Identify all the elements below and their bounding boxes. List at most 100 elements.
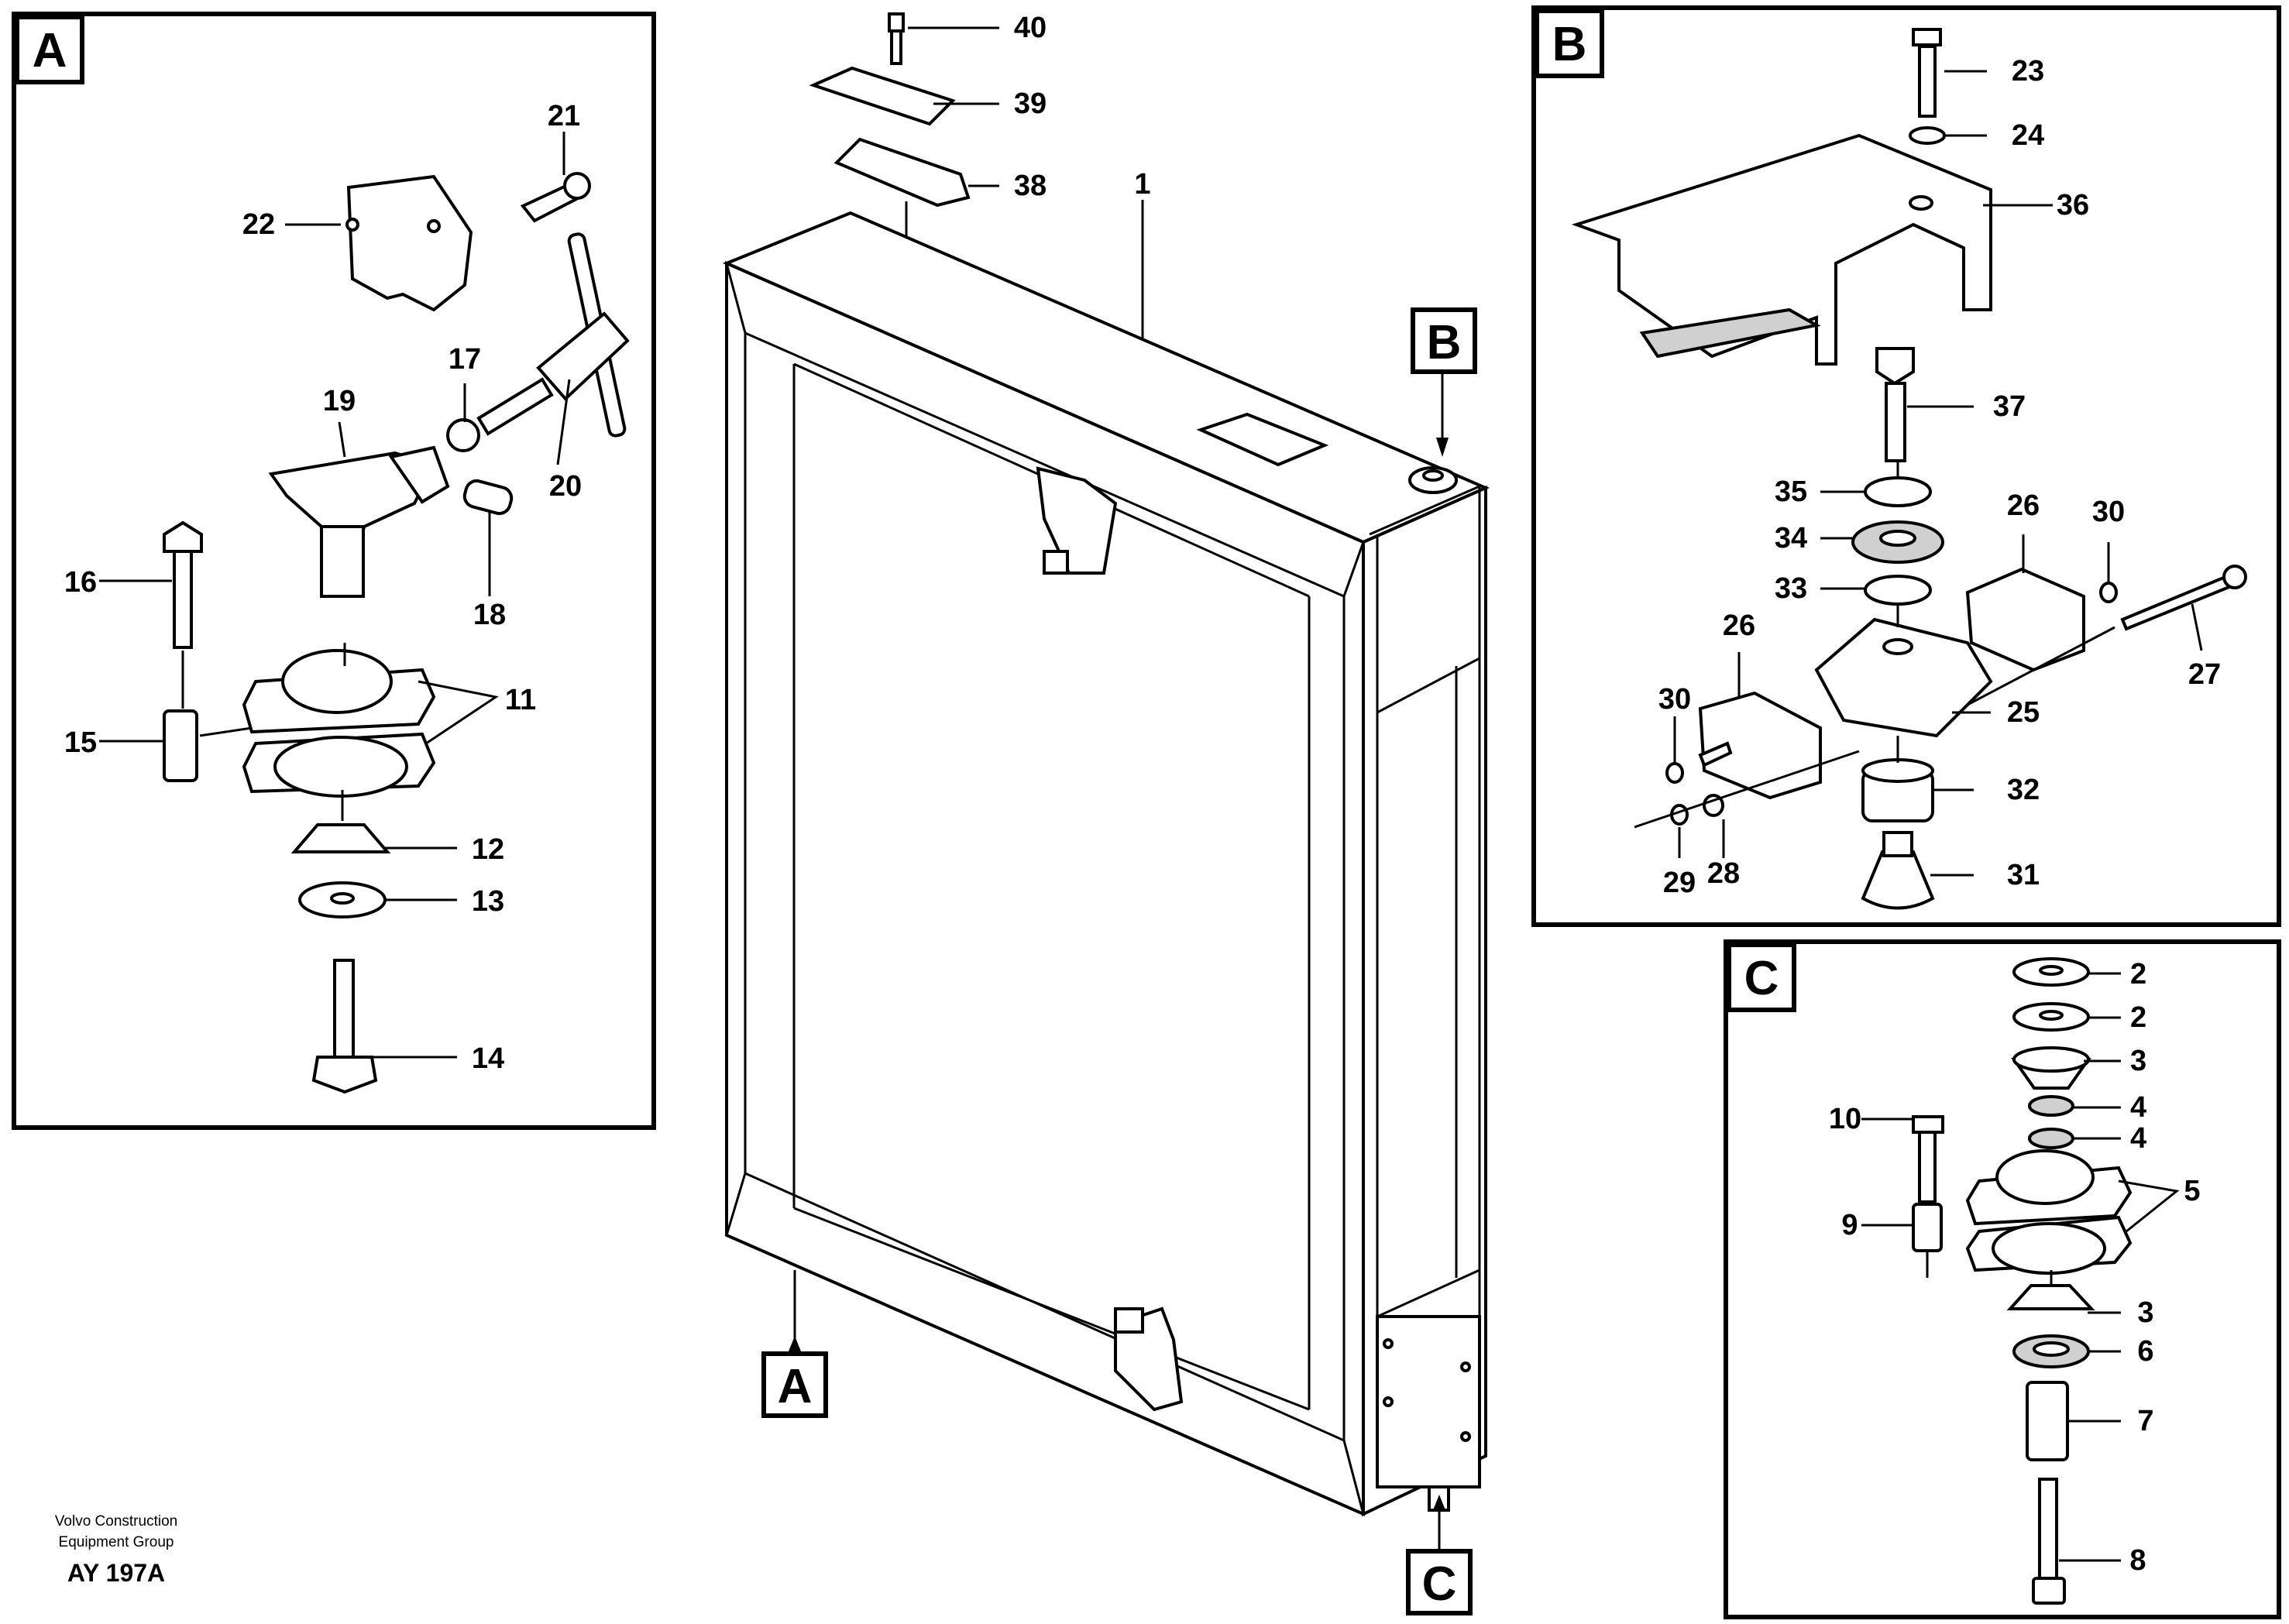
part-36-bracket [1571, 133, 1992, 366]
part-31-stem [1882, 831, 1913, 857]
part-30-washer-right [2099, 582, 2118, 603]
panel-c-label: C [1744, 952, 1779, 1005]
part-31-cone [1861, 850, 1935, 910]
radiator-side-rim [1369, 484, 1481, 1456]
part-22-hole [345, 218, 359, 232]
pointer-c-arrow [1433, 1495, 1445, 1510]
panel-c-frame [1724, 939, 2281, 1619]
part-25-block [1814, 617, 1993, 738]
callout-36: 36 [2057, 189, 2089, 221]
company-line-1: Volvo Construction [55, 1513, 177, 1530]
frame-corner-3 [1342, 1440, 1365, 1515]
footer: Volvo Construction Equipment Group AY 19… [55, 1513, 177, 1587]
callout-22: 22 [242, 208, 275, 241]
part-26-stud [1698, 741, 1733, 767]
part-27-head [2222, 565, 2247, 589]
panel-c-label-box [1727, 942, 1796, 1012]
callout-3b: 3 [2137, 1296, 2153, 1329]
panel-a-label-box [15, 15, 84, 84]
side-tank [1376, 534, 1480, 1318]
part-17-pin [476, 377, 554, 436]
part-2-hole-bottom [2039, 1010, 2064, 1021]
callout-10: 10 [1829, 1103, 1861, 1135]
panel-a-frame [12, 12, 656, 1130]
callout-4b: 4 [2130, 1122, 2146, 1155]
part-16-head [163, 520, 203, 553]
callout-23: 23 [2012, 55, 2044, 88]
detail-panel-c: C 2 2 3 4 4 5 10 9 [1724, 939, 2281, 1619]
callout-35: 35 [1775, 476, 1807, 508]
callout-1: 1 [1134, 168, 1150, 201]
callout-26-right: 26 [2007, 489, 2040, 522]
callout-33: 33 [1775, 572, 1807, 605]
part-2-hole-top [2039, 965, 2064, 976]
callout-27: 27 [2188, 658, 2221, 691]
detail-panel-b: B 23 24 36 37 35 34 33 25 [1531, 5, 2281, 927]
callout-4a: 4 [2130, 1091, 2146, 1124]
part-24-washer [1909, 126, 1946, 145]
panel-b-label: B [1552, 18, 1587, 71]
part-36-flange [1639, 307, 1821, 359]
callout-2b: 2 [2130, 1001, 2146, 1034]
axis-b-29 [1634, 750, 1860, 829]
part-19-fitting [388, 445, 450, 504]
part-3-cone-bottom [2006, 1284, 2095, 1310]
filler-cap-inner [1422, 469, 1444, 482]
part-34-hole [1879, 530, 1916, 547]
part-6-hole [2033, 1341, 2070, 1357]
lower-hook [1114, 1306, 1184, 1412]
callout-16: 16 [64, 566, 97, 599]
part-12-cone [290, 823, 391, 853]
callout-6: 6 [2137, 1335, 2153, 1368]
callout-7: 7 [2137, 1405, 2153, 1437]
radiator-assembly: 40 39 38 1 [722, 12, 1490, 1615]
pointer-a-label: A [778, 1360, 813, 1413]
callout-28: 28 [1707, 857, 1740, 890]
company-line-2: Equipment Group [59, 1534, 174, 1550]
callout-34: 34 [1775, 522, 1807, 554]
leader-15b [199, 726, 253, 737]
pointer-c-box [1406, 1549, 1473, 1615]
callout-15: 15 [64, 726, 97, 759]
callout-38: 38 [1014, 170, 1047, 202]
part-40-bolt [890, 29, 902, 65]
part-19-stem [320, 525, 365, 598]
pointer-b-box [1411, 307, 1477, 374]
part-38-rubber [833, 137, 971, 208]
part-26-block-right [1965, 567, 2085, 672]
part-5-dome-lower [1992, 1222, 2106, 1275]
frame-corner-1 [725, 263, 747, 334]
callout-29: 29 [1663, 867, 1696, 899]
part-22-hole-2 [427, 219, 441, 233]
part-11-dome-upper [281, 649, 393, 714]
part-33-washer [1864, 575, 1932, 606]
callout-11: 11 [505, 684, 536, 716]
leader-19 [338, 421, 346, 458]
part-37-head [1875, 347, 1915, 386]
frame-corner-2 [1342, 541, 1365, 597]
part-22-cover [346, 174, 473, 312]
callout-13: 13 [472, 885, 504, 918]
part-14-head [311, 1056, 378, 1094]
pointer-a-arrow [789, 1336, 801, 1351]
callout-21: 21 [548, 100, 580, 132]
part-13-hole [330, 892, 355, 905]
bracket-hole-1 [1383, 1338, 1394, 1349]
part-39-clip [809, 66, 956, 126]
callout-40: 40 [1014, 12, 1047, 44]
drawing-code: AY 197A [67, 1559, 165, 1587]
side-bracket [1376, 1315, 1481, 1488]
part-21-head [563, 172, 591, 200]
part-3-top [2012, 1046, 2090, 1073]
callout-20: 20 [549, 470, 582, 503]
part-17-nut [446, 418, 480, 452]
callout-30-left: 30 [1658, 683, 1691, 716]
part-5-dome-upper [1995, 1149, 2095, 1205]
part-4-washer-a [2028, 1095, 2074, 1117]
callout-30-right: 30 [2092, 496, 2125, 528]
lower-hook-pad [1114, 1307, 1144, 1334]
bracket-hole-2 [1460, 1361, 1471, 1372]
part-10-bolt [1918, 1131, 1937, 1203]
upper-hook [1036, 466, 1118, 575]
callout-31: 31 [2007, 859, 2040, 891]
